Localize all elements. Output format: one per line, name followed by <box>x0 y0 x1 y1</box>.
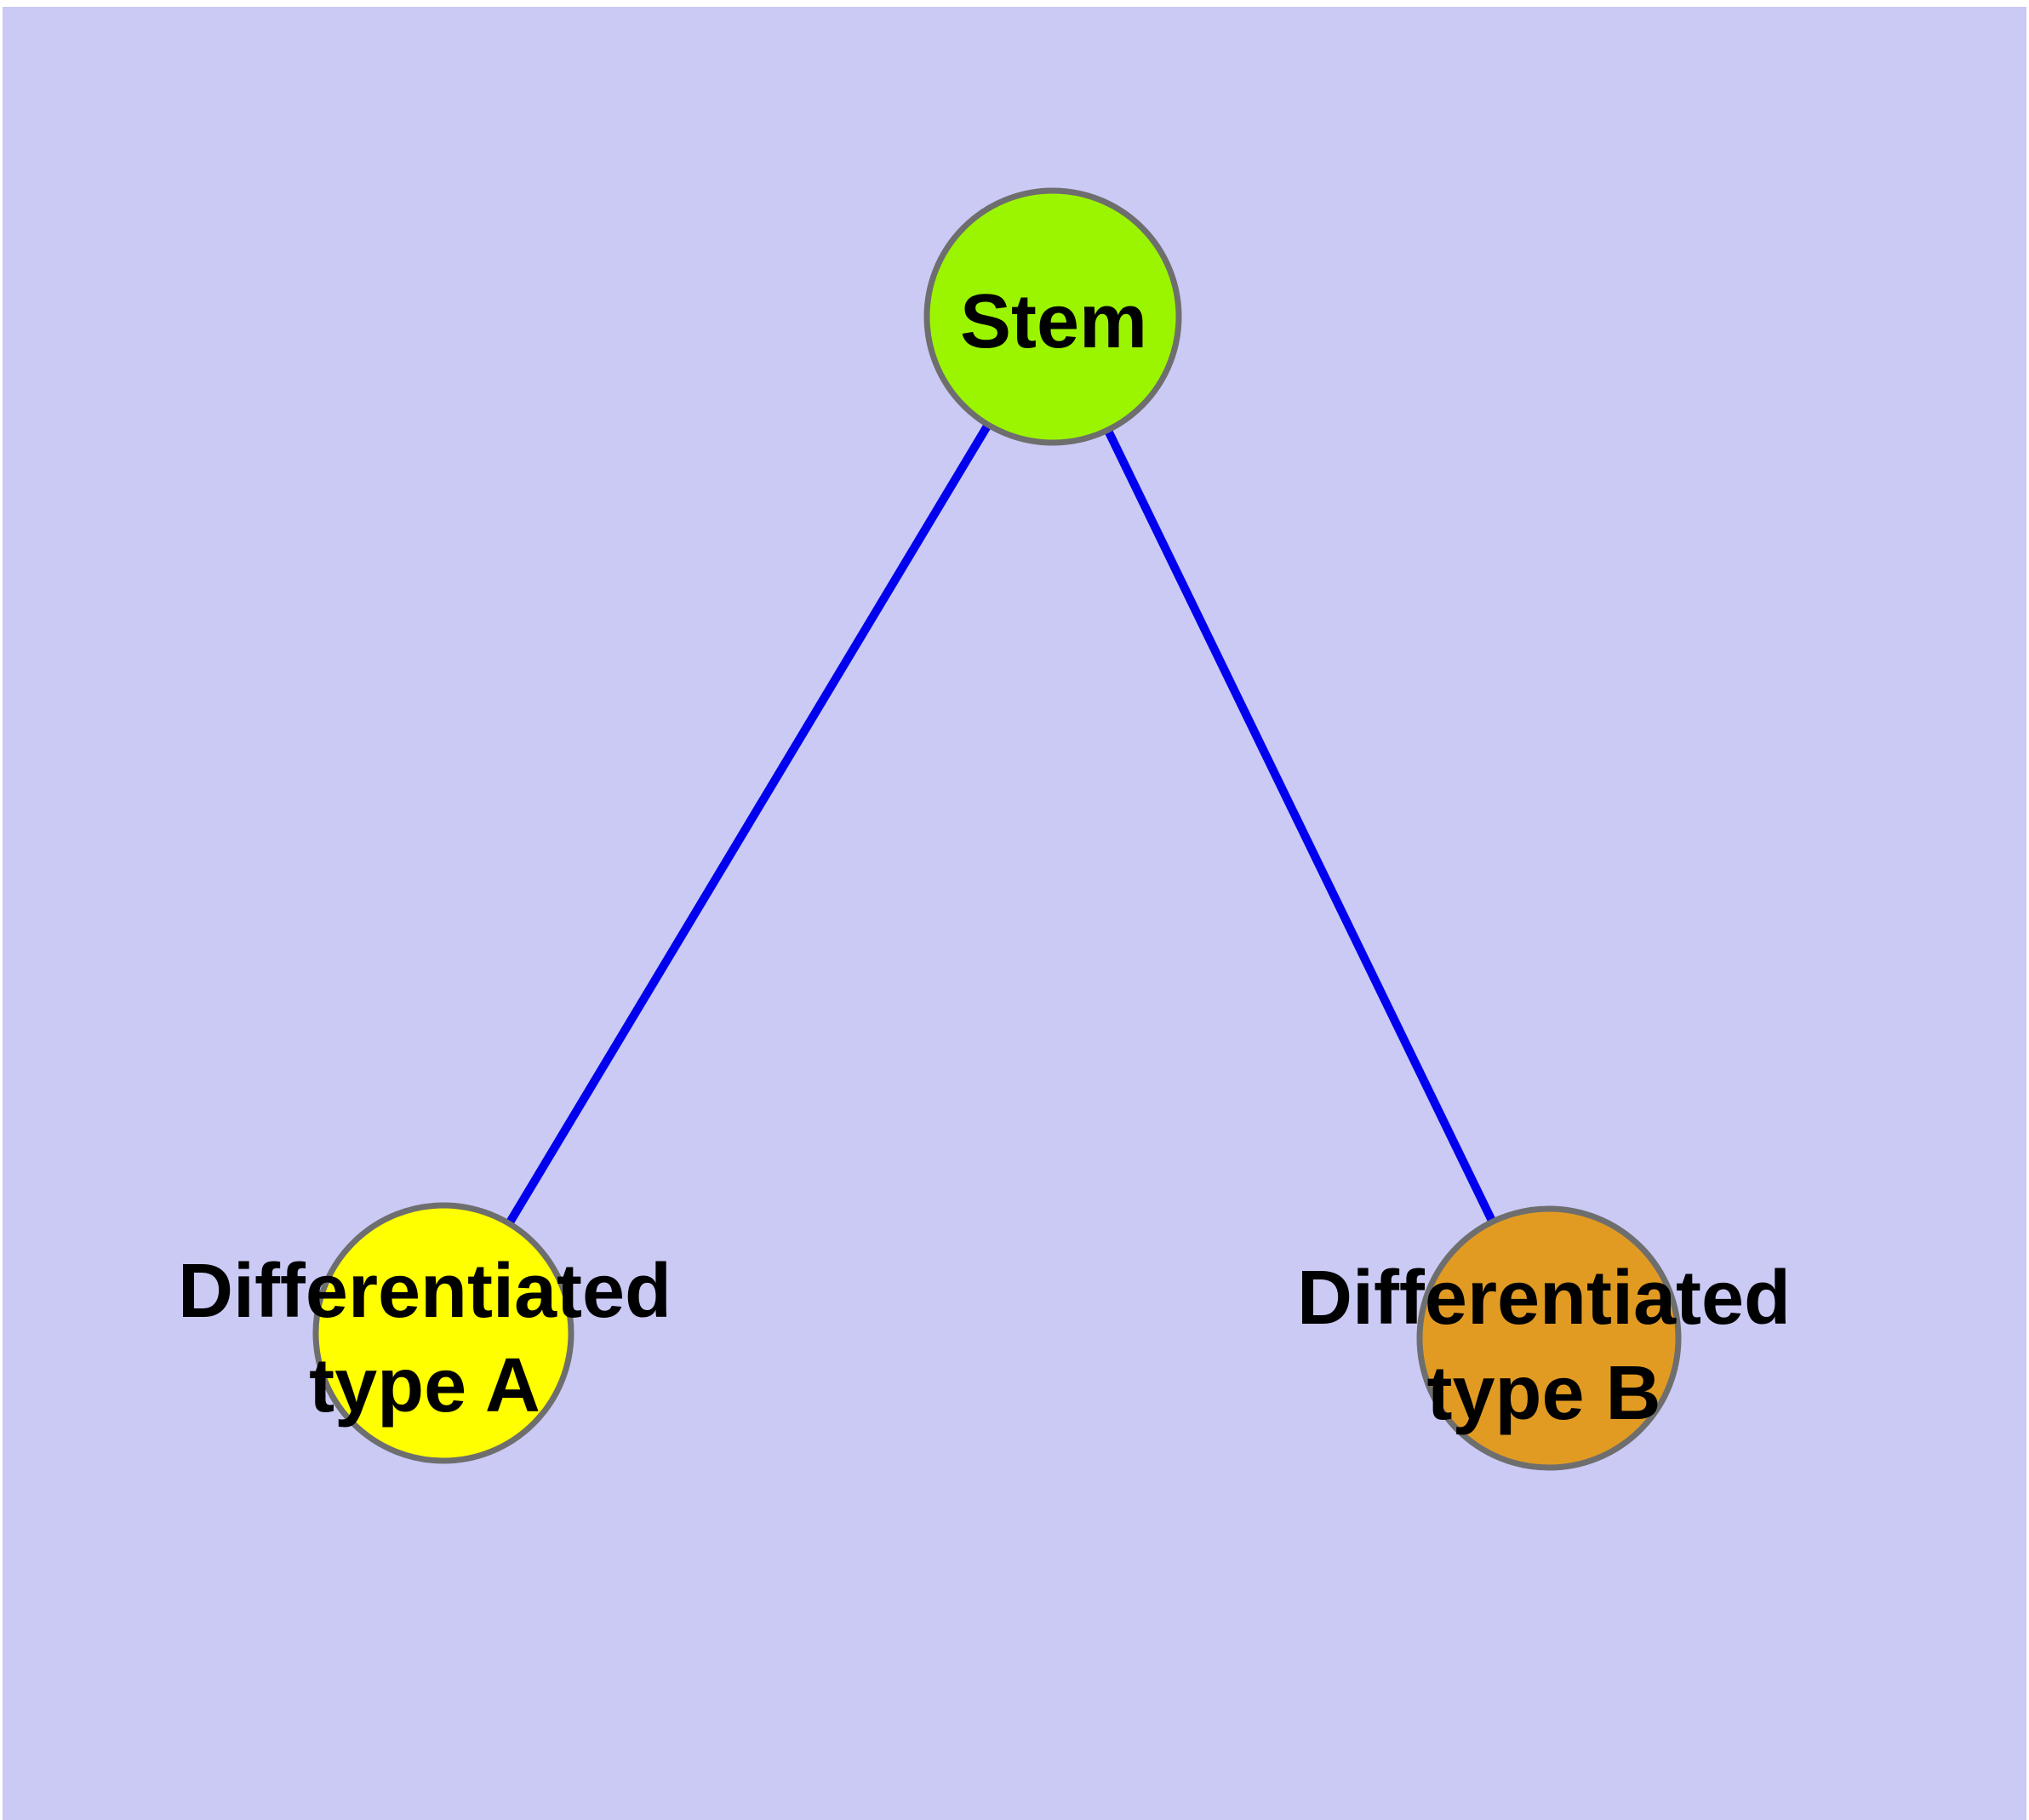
type-a-label-line1: Differentiated <box>178 1249 672 1334</box>
node-stem <box>923 187 1182 446</box>
edge-stem-to-type-a <box>439 314 1057 1336</box>
type-b-label-line2: type B <box>1426 1351 1660 1436</box>
edge-stem-to-type-b <box>1049 314 1553 1341</box>
node-differentiated-type-a <box>312 1202 574 1464</box>
type-b-label-line1: Differentiated <box>1297 1256 1791 1341</box>
node-differentiated-type-b <box>1416 1205 1682 1471</box>
type-a-label-line2: type A <box>309 1343 540 1428</box>
stem-node-label: Stem <box>960 279 1147 364</box>
